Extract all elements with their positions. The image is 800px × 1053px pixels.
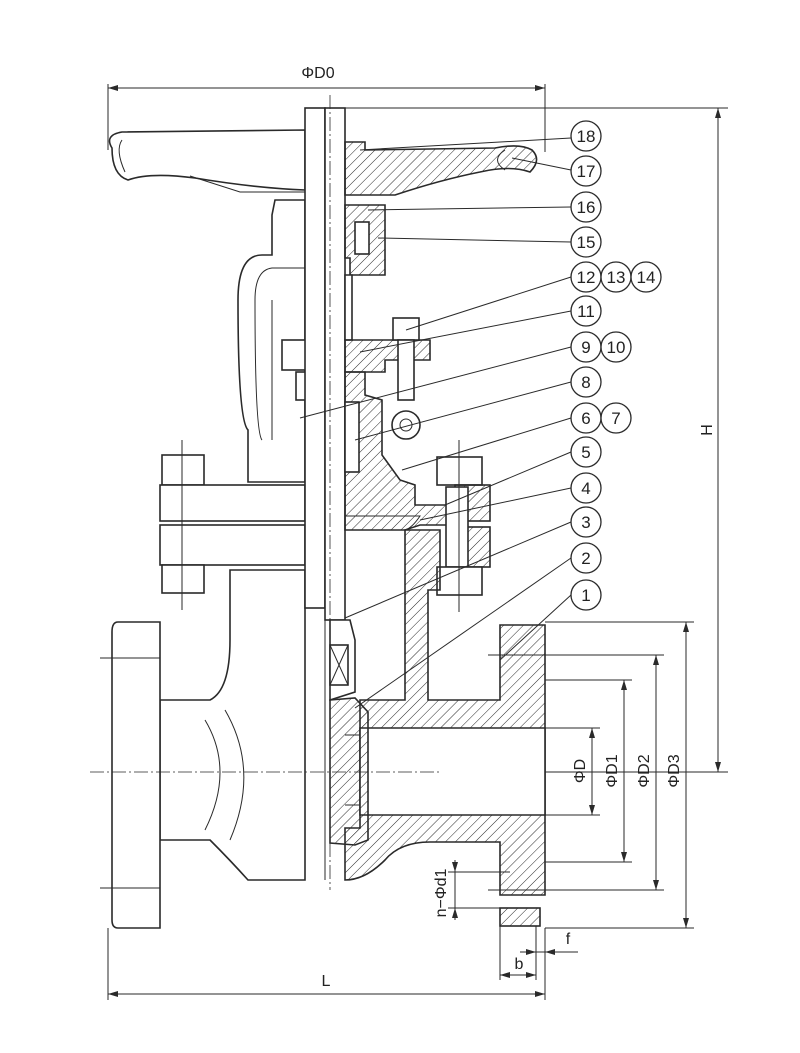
handwheel-section xyxy=(344,141,538,196)
callout-4: 4 xyxy=(570,472,602,504)
svg-text:6: 6 xyxy=(581,409,590,428)
svg-text:3: 3 xyxy=(581,513,590,532)
svg-text:7: 7 xyxy=(611,409,620,428)
svg-text:18: 18 xyxy=(577,127,596,146)
flange-stud xyxy=(499,907,541,927)
svg-text:16: 16 xyxy=(577,198,596,217)
dim-H: H xyxy=(699,424,716,436)
svg-text:17: 17 xyxy=(577,162,596,181)
section-view xyxy=(329,141,546,927)
callout-3: 3 xyxy=(570,506,602,538)
dim-L: L xyxy=(322,973,331,990)
svg-text:9: 9 xyxy=(581,338,590,357)
callout-18: 18 xyxy=(570,120,602,152)
svg-text:14: 14 xyxy=(637,268,656,287)
svg-text:15: 15 xyxy=(577,233,596,252)
bolt-nut-left-top xyxy=(161,454,205,486)
dim-D1: ΦD1 xyxy=(604,754,621,787)
seat-ring xyxy=(329,697,369,846)
dim-D3: ΦD3 xyxy=(666,754,683,787)
dim-b: b xyxy=(515,956,524,973)
dimension-lines xyxy=(107,84,728,1000)
dim-nd1: n−Φd1 xyxy=(433,869,450,918)
callout-14: 14 xyxy=(630,261,662,293)
eyebolt-nut xyxy=(392,317,420,341)
dim-D0: ΦD0 xyxy=(301,65,334,82)
callout-10: 10 xyxy=(600,331,632,363)
callout-11: 11 xyxy=(570,295,602,327)
callout-1: 1 xyxy=(570,579,602,611)
callout-leaders xyxy=(299,137,572,709)
callout-7: 7 xyxy=(600,402,632,434)
svg-text:12: 12 xyxy=(577,268,596,287)
dim-D: ΦD xyxy=(572,759,589,783)
callout-12: 12 xyxy=(570,261,602,293)
svg-text:1: 1 xyxy=(581,586,590,605)
dim-f: f xyxy=(566,931,571,948)
callout-15: 15 xyxy=(570,226,602,258)
callout-13: 13 xyxy=(600,261,632,293)
svg-text:10: 10 xyxy=(607,338,626,357)
bolt-nut-left-bottom xyxy=(161,564,205,594)
packing xyxy=(344,401,360,473)
svg-text:8: 8 xyxy=(581,373,590,392)
callout-6: 6 xyxy=(570,402,602,434)
callout-8: 8 xyxy=(570,366,602,398)
svg-text:5: 5 xyxy=(581,443,590,462)
svg-text:2: 2 xyxy=(581,549,590,568)
exterior-view xyxy=(100,129,315,929)
callout-2: 2 xyxy=(570,542,602,574)
svg-text:13: 13 xyxy=(607,268,626,287)
callout-17: 17 xyxy=(570,155,602,187)
callout-9: 9 xyxy=(570,331,602,363)
left-flange xyxy=(111,621,161,929)
svg-text:4: 4 xyxy=(581,479,590,498)
dim-D2: ΦD2 xyxy=(636,754,653,787)
svg-text:11: 11 xyxy=(577,302,595,321)
callout-5: 5 xyxy=(570,436,602,468)
handwheel-left xyxy=(108,129,306,191)
gland-flange xyxy=(344,339,431,373)
callout-16: 16 xyxy=(570,191,602,223)
